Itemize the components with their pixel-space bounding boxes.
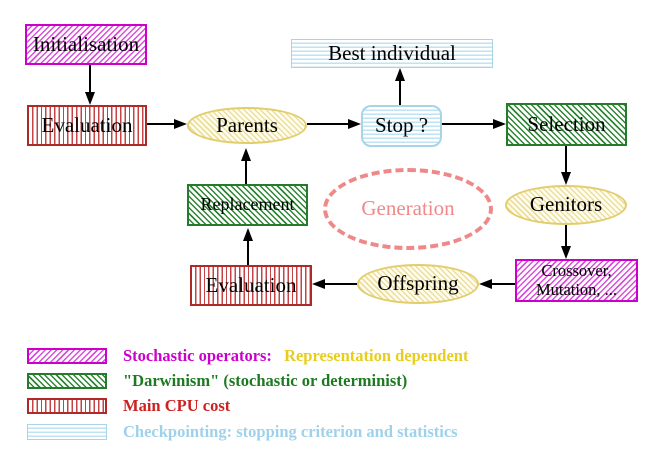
edge-offspring-evaluation — [323, 283, 357, 285]
node-genitors-label: Genitors — [529, 192, 603, 217]
arrowhead-right-icon — [493, 119, 506, 129]
arrowhead-up-icon — [243, 228, 253, 241]
arrowhead-right-icon — [348, 119, 361, 129]
legend-label-cpu-cost: Main CPU cost — [123, 396, 231, 415]
node-mutation-label: Mutation, ... — [535, 279, 618, 299]
legend-label-checkpointing: Checkpointing: stopping criterion and st… — [123, 422, 458, 441]
node-offspring-label: Offspring — [377, 271, 459, 296]
arrowhead-up-icon — [395, 68, 405, 81]
legend-text-stochastic: Stochastic operators: — [123, 346, 272, 365]
node-crossover-label: Crossover, — [541, 261, 612, 281]
legend-swatch-stochastic-operators — [27, 348, 107, 364]
edge-evaluation-replacement — [247, 239, 249, 265]
legend-label-stochastic-operators: Stochastic operators: Representation dep… — [123, 346, 468, 366]
edge-crossover-offspring — [490, 283, 515, 285]
node-replacement: Replacement — [187, 184, 308, 226]
edge-stop-selection — [442, 123, 496, 125]
node-selection-label: Selection — [527, 111, 606, 136]
node-genitors: Genitors — [505, 185, 627, 225]
node-stop: Stop ? — [361, 105, 442, 147]
node-parents-label: Parents — [216, 112, 278, 137]
node-best-individual: Best individual — [291, 39, 493, 68]
node-evaluation-bottom-label: Evaluation — [205, 272, 297, 297]
node-generation-label: Generation — [361, 196, 455, 221]
arrowhead-down-icon — [85, 92, 95, 105]
edge-replacement-parents — [245, 159, 247, 184]
edge-initialisation-evaluation — [89, 65, 91, 95]
arrowhead-down-icon — [561, 172, 571, 185]
edge-parents-stop — [307, 123, 351, 125]
node-stop-label: Stop ? — [374, 113, 429, 138]
edge-stop-best-individual — [399, 79, 401, 105]
edge-evaluation-parents — [147, 123, 177, 125]
node-evaluation-top-label: Evaluation — [41, 112, 133, 137]
legend-text-representation-dependent: Representation dependent — [284, 346, 469, 365]
node-generation: Generation — [323, 168, 493, 250]
node-evaluation-bottom: Evaluation — [190, 265, 312, 306]
edge-genitors-crossover — [565, 225, 567, 248]
legend-swatch-cpu-cost — [27, 398, 107, 414]
node-initialisation-label: Initialisation — [32, 31, 140, 56]
arrowhead-up-icon — [241, 148, 251, 161]
legend-label-darwinism: "Darwinism" (stochastic or determinist) — [123, 371, 408, 390]
legend-swatch-darwinism — [27, 373, 107, 389]
arrowhead-left-icon — [479, 279, 492, 289]
arrowhead-down-icon — [561, 246, 571, 259]
edge-selection-genitors — [565, 146, 567, 174]
arrowhead-right-icon — [174, 119, 187, 129]
node-initialisation: Initialisation — [25, 24, 147, 65]
node-crossover-mutation: Crossover, Mutation, ... — [515, 259, 638, 302]
node-offspring: Offspring — [357, 264, 479, 304]
node-parents: Parents — [187, 107, 307, 144]
arrowhead-left-icon — [312, 279, 325, 289]
node-best-individual-label: Best individual — [328, 40, 456, 65]
node-replacement-label: Replacement — [200, 194, 295, 215]
node-evaluation-top: Evaluation — [27, 105, 147, 146]
node-selection: Selection — [506, 103, 627, 146]
legend-swatch-checkpointing — [27, 424, 107, 440]
